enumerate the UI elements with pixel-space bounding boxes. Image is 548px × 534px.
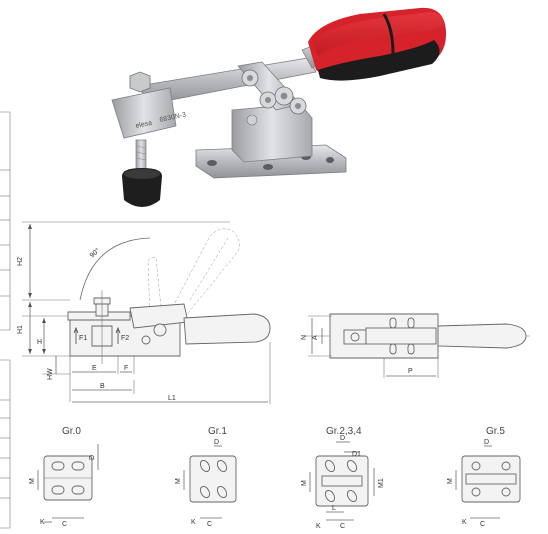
label-n: N xyxy=(301,335,308,340)
base-group-title: Gr.0 xyxy=(62,426,81,437)
base-group-gr5: Gr.5 D M K C xyxy=(447,426,521,528)
base-group-gr0: Gr.0 D M K C xyxy=(29,426,99,528)
clamp-handle xyxy=(301,7,446,81)
label-m: M xyxy=(447,478,454,484)
label-d: D xyxy=(484,439,489,446)
side-view-drawing: H2 H1 H HW 90° F1 F2 xyxy=(17,221,271,404)
label-m: M xyxy=(175,478,182,484)
base-group-gr234: Gr.2,3,4 D D1 M M1 K L C xyxy=(301,426,385,530)
label-l: L xyxy=(332,505,336,512)
base-group-title: Gr.2,3,4 xyxy=(326,426,362,437)
label-h: H xyxy=(37,339,42,346)
label-k: K xyxy=(40,519,45,526)
cropped-table-fragment xyxy=(0,111,11,529)
base-group-title: Gr.5 xyxy=(486,426,505,437)
label-c: C xyxy=(340,523,345,530)
label-b: B xyxy=(100,383,105,390)
label-k: K xyxy=(462,519,467,526)
label-a: A xyxy=(312,335,319,340)
label-f1: F1 xyxy=(79,335,87,342)
base-group-title: Gr.1 xyxy=(208,426,227,437)
label-m1: M1 xyxy=(378,478,385,488)
label-d1: D1 xyxy=(352,451,361,458)
label-m: M xyxy=(301,480,308,486)
product-photo-toggle-clamp: elesa 6830N-3 xyxy=(111,7,446,207)
label-d: D xyxy=(214,439,219,446)
label-k: K xyxy=(191,519,196,526)
label-d: D xyxy=(340,435,345,442)
label-h1: H1 xyxy=(17,325,24,334)
label-hw: HW xyxy=(47,368,54,380)
label-angle: 90° xyxy=(88,246,101,259)
label-e: E xyxy=(92,365,97,372)
label-c: C xyxy=(207,521,212,528)
label-l1: L1 xyxy=(168,395,176,402)
label-f2: F2 xyxy=(121,335,129,342)
base-group-gr1: Gr.1 D M K C xyxy=(175,426,237,528)
label-c: C xyxy=(62,521,67,528)
engraving-logo: elesa xyxy=(135,120,153,130)
label-d: D xyxy=(89,455,96,460)
label-h2: H2 xyxy=(17,257,24,266)
label-m: M xyxy=(29,478,36,484)
label-f: F xyxy=(124,365,128,372)
label-k: K xyxy=(316,523,321,530)
top-view-drawing: N A P xyxy=(301,313,530,378)
label-c: C xyxy=(480,521,485,528)
label-p: P xyxy=(408,368,413,375)
